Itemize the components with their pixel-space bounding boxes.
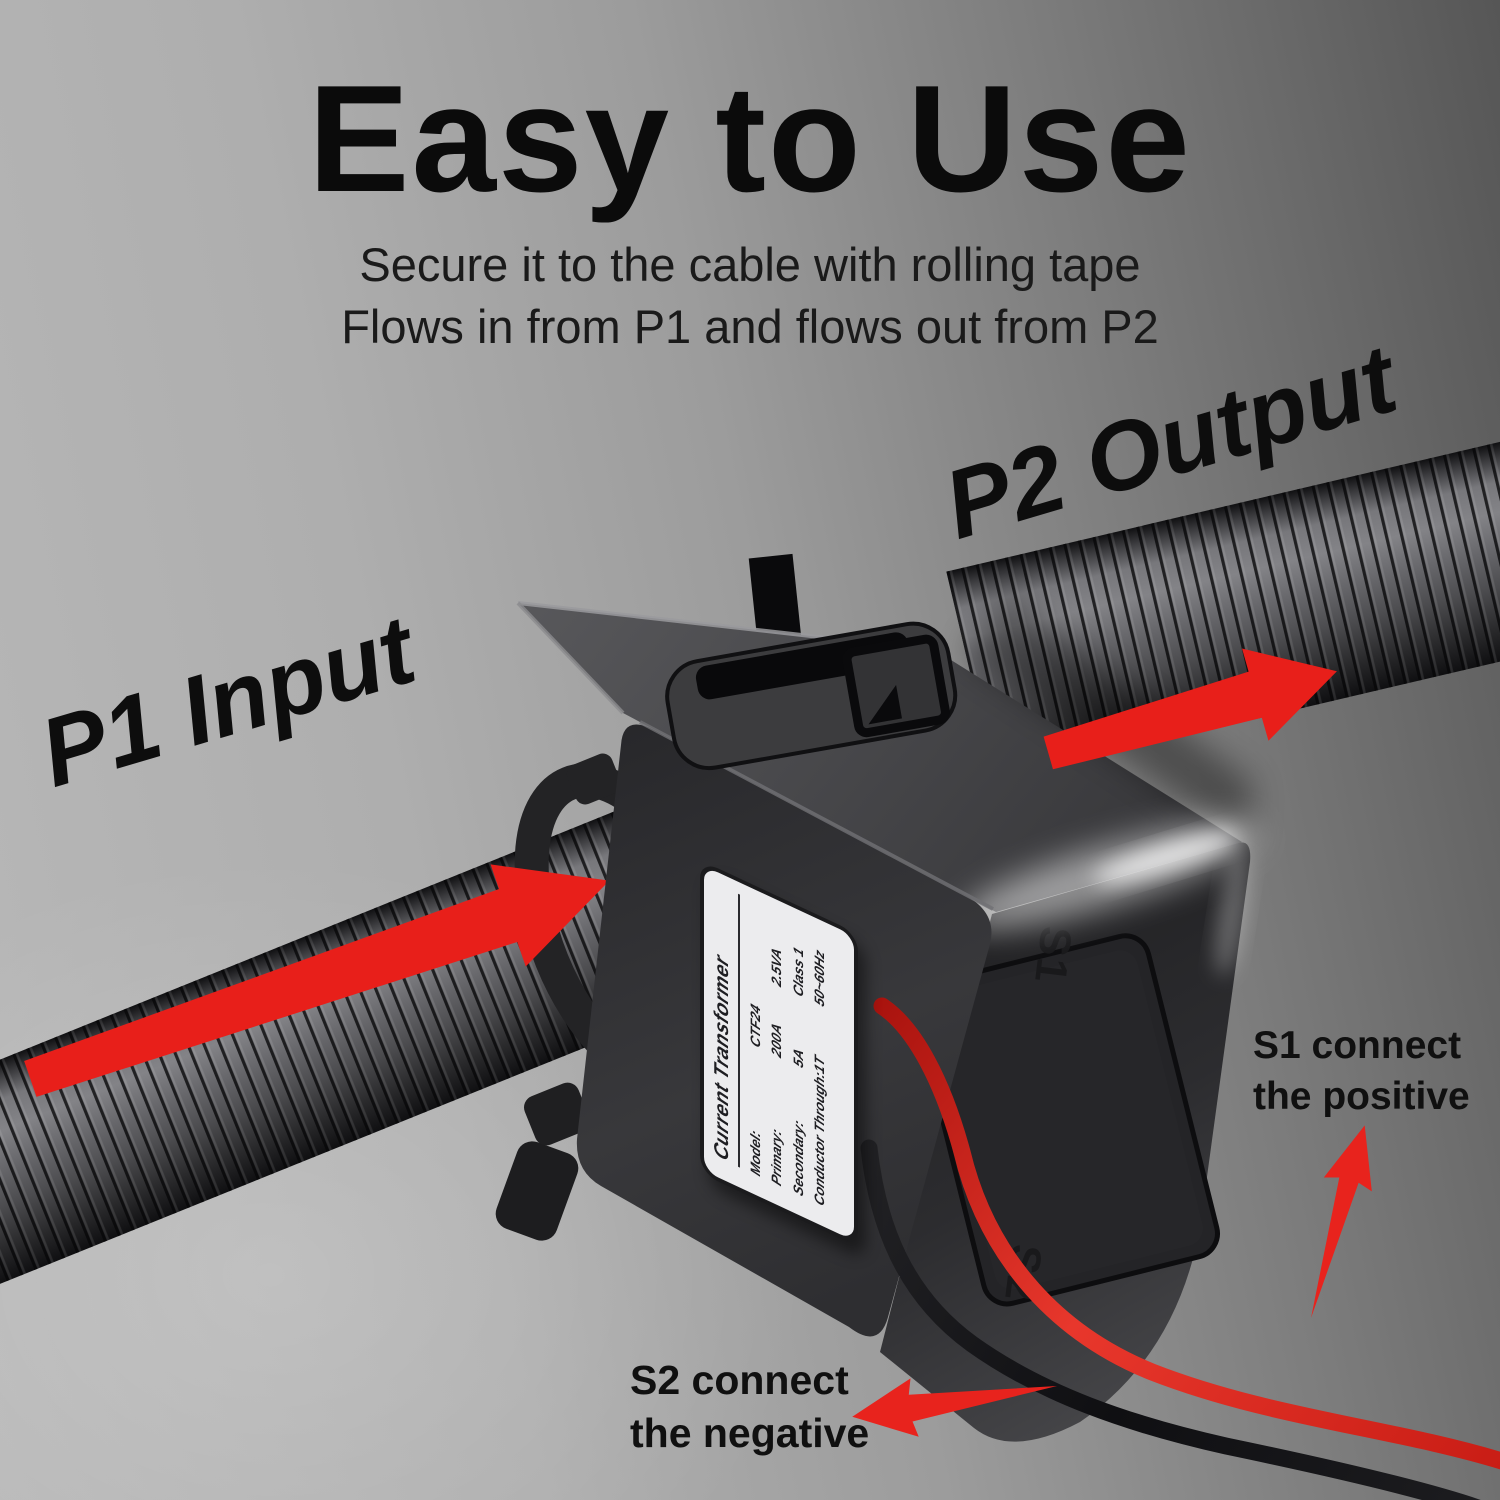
terminal-panel <box>912 933 1220 1307</box>
label-value: 50~60Hz <box>812 947 828 1010</box>
s1-note-line-1: S1 connect <box>1253 1024 1462 1067</box>
right-edge-sheen <box>1215 853 1249 977</box>
s1-pointer-arrow <box>1311 1125 1372 1318</box>
label-key: Primary: <box>769 1126 785 1189</box>
s1-note: S1 connect the positive <box>1253 1020 1470 1123</box>
black-wire <box>860 1139 1481 1500</box>
label-key: Secondary: <box>790 1117 806 1199</box>
page-title: Easy to Use <box>308 54 1192 224</box>
device-label-content: Current Transformer Model: CTF24 Primary… <box>704 866 846 1229</box>
label-value: 200A <box>769 1020 785 1061</box>
edge-specular-hotspot <box>1093 832 1237 884</box>
label-row: Model: CTF24 <box>745 897 766 1180</box>
device-foot-tab <box>495 1141 579 1241</box>
label-row: Secondary: 5A Class 1 <box>788 917 809 1200</box>
label-value <box>745 897 766 981</box>
label-title: Current Transformer <box>711 881 740 1168</box>
top-left-edge-highlight <box>516 601 625 715</box>
label-row: Conductor Through:1T 50~60Hz <box>809 927 830 1210</box>
s1-marking: S1 <box>1025 924 1081 987</box>
flow-arrow-p1 <box>24 864 610 1097</box>
s1-note-line-2: the positive <box>1253 1075 1470 1119</box>
flow-arrow-p2 <box>1043 648 1337 770</box>
label-value: 5A <box>790 1045 806 1071</box>
label-key: Model: <box>748 1127 763 1179</box>
subtitle-line-1: Secure it to the cable with rolling tape <box>359 238 1141 291</box>
label-value: 2.5VA <box>769 945 785 990</box>
subtitle-line-2: Flows in from P1 and flows out from P2 <box>341 300 1159 353</box>
red-wire <box>873 997 1500 1470</box>
s2-note-line-2: the negative <box>630 1410 870 1457</box>
collar-bottom-nub <box>523 1082 591 1146</box>
device-rear-tab <box>748 553 802 643</box>
label-value: Class 1 <box>790 944 806 1000</box>
label-row: Primary: 200A 2.5VA <box>766 907 787 1190</box>
label-key: Conductor Through:1T <box>812 1053 828 1209</box>
s2-note-line-1: S2 connect <box>630 1357 849 1403</box>
s2-note: S2 connect the negative <box>630 1354 869 1461</box>
s2-pointer-arrow <box>852 1378 1057 1437</box>
clip-latch-notch <box>868 684 902 725</box>
label-value: CTF24 <box>748 1001 763 1051</box>
top-clip <box>665 621 958 771</box>
collar-top-nub <box>566 753 622 805</box>
